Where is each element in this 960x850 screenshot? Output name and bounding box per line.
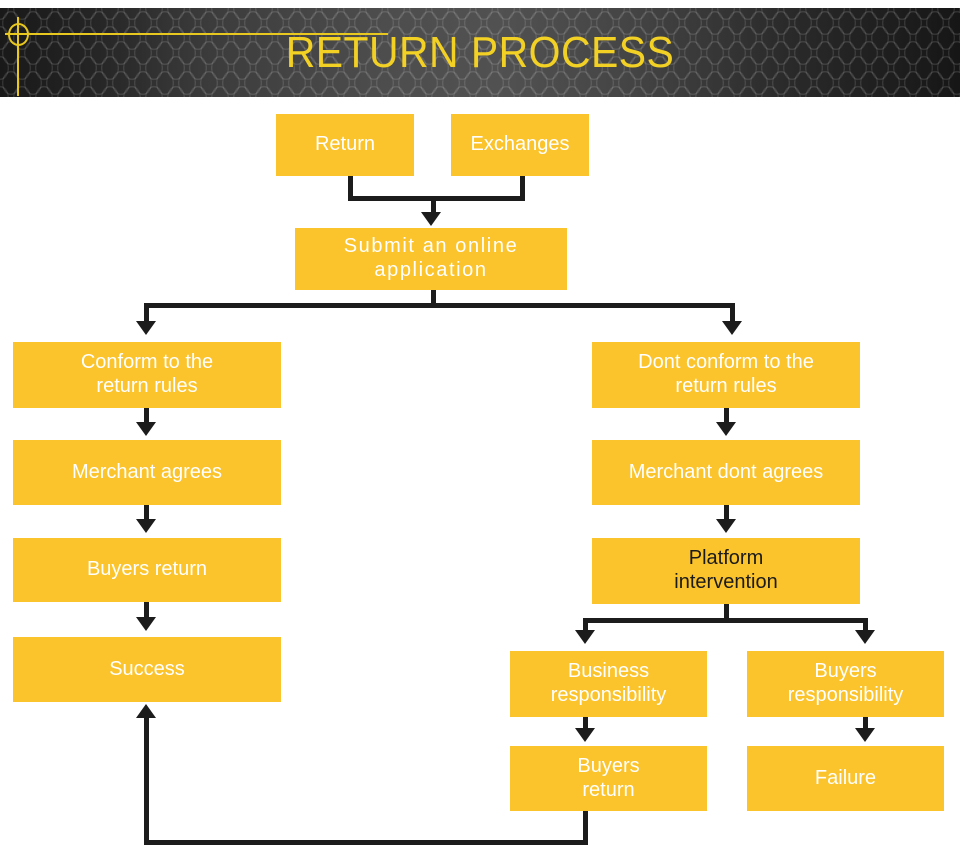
node-buyers-return-bottom[interactable]: Buyers return xyxy=(510,746,707,811)
edge-feedback-horizontal xyxy=(144,840,588,845)
decoration-horizontal-line xyxy=(5,33,388,35)
arrow-into-business-responsibility xyxy=(575,630,595,644)
edge-platform-split-right-drop xyxy=(863,618,868,632)
edge-return-to-merge xyxy=(348,176,353,200)
edge-dont-conform-to-merchant-dont-agrees xyxy=(724,408,729,424)
node-conform-line2: return rules xyxy=(96,375,198,397)
node-buyers-return-bottom-line1: Buyers xyxy=(577,754,640,777)
node-platform-line2: intervention xyxy=(674,571,778,593)
node-failure[interactable]: Failure xyxy=(747,746,944,811)
node-buyers-responsibility-line2: responsibility xyxy=(787,684,904,706)
decoration-vertical-line xyxy=(17,17,19,96)
node-submit-application-line2: application xyxy=(374,259,488,281)
node-platform-line1: Platform xyxy=(688,547,764,570)
arrow-into-failure xyxy=(855,728,875,742)
edge-platform-split-left-drop xyxy=(583,618,588,632)
arrow-into-buyers-return-bottom xyxy=(575,728,595,742)
edge-merge-to-submit xyxy=(431,196,436,214)
arrow-into-buyers-return-left xyxy=(136,519,156,533)
node-conform-line1: Conform to the xyxy=(80,351,214,374)
edge-platform-down xyxy=(724,604,729,622)
page-title: RETURN PROCESS xyxy=(285,27,675,77)
header-banner: RETURN PROCESS xyxy=(0,8,960,97)
edge-feedback-down xyxy=(583,811,588,844)
arrow-into-submit-application xyxy=(421,212,441,226)
node-merchant-dont-agrees[interactable]: Merchant dont agrees xyxy=(592,440,860,505)
node-dont-conform-line2: return rules xyxy=(675,375,777,397)
node-success[interactable]: Success xyxy=(13,637,281,702)
node-dont-conform-line1: Dont conform to the xyxy=(638,351,814,374)
edge-conform-to-merchant-agrees xyxy=(144,408,149,424)
node-business-line1: Business xyxy=(567,660,650,683)
node-return[interactable]: Return xyxy=(276,114,414,176)
arrow-into-platform-intervention xyxy=(716,519,736,533)
edge-split-bus xyxy=(147,303,735,308)
edge-feedback-up xyxy=(144,718,149,842)
decoration-target-circle-icon xyxy=(8,23,29,46)
edge-split-left-drop xyxy=(144,303,149,323)
arrow-feedback-into-success xyxy=(136,704,156,718)
edge-split-right-drop xyxy=(730,303,735,323)
node-business-responsibility[interactable]: Business responsibility xyxy=(510,651,707,717)
edge-exchanges-to-merge xyxy=(520,176,525,200)
arrow-into-success xyxy=(136,617,156,631)
node-buyers-return-left[interactable]: Buyers return xyxy=(13,538,281,602)
arrow-into-buyers-responsibility xyxy=(855,630,875,644)
node-buyers-return-bottom-line2: return xyxy=(582,778,635,801)
edge-merge-bus-top xyxy=(348,196,525,201)
node-conform-to-return-rules[interactable]: Conform to the return rules xyxy=(13,342,281,408)
node-submit-application-line1: Submit an online xyxy=(343,235,519,258)
edge-platform-split-bus xyxy=(583,618,868,623)
arrow-into-conform-rules xyxy=(136,321,156,335)
edge-submit-down xyxy=(431,290,436,307)
edge-buyers-return-to-success xyxy=(144,602,149,618)
edge-merchant-dont-agrees-to-platform xyxy=(724,505,729,521)
node-exchanges[interactable]: Exchanges xyxy=(451,114,589,176)
node-merchant-agrees[interactable]: Merchant agrees xyxy=(13,440,281,505)
node-buyers-responsibility-line1: Buyers xyxy=(814,660,877,683)
node-business-line2: responsibility xyxy=(550,684,667,706)
arrow-into-merchant-dont-agrees xyxy=(716,422,736,436)
node-dont-conform-to-return-rules[interactable]: Dont conform to the return rules xyxy=(592,342,860,408)
node-platform-intervention[interactable]: Platform intervention xyxy=(592,538,860,604)
edge-buyers-responsibility-to-failure xyxy=(863,717,868,730)
arrow-into-dont-conform-rules xyxy=(722,321,742,335)
arrow-into-merchant-agrees xyxy=(136,422,156,436)
edge-business-to-buyers-return xyxy=(583,717,588,730)
edge-merchant-agrees-to-buyers-return xyxy=(144,505,149,520)
node-submit-application[interactable]: Submit an online application xyxy=(295,228,567,290)
node-buyers-responsibility[interactable]: Buyers responsibility xyxy=(747,651,944,717)
